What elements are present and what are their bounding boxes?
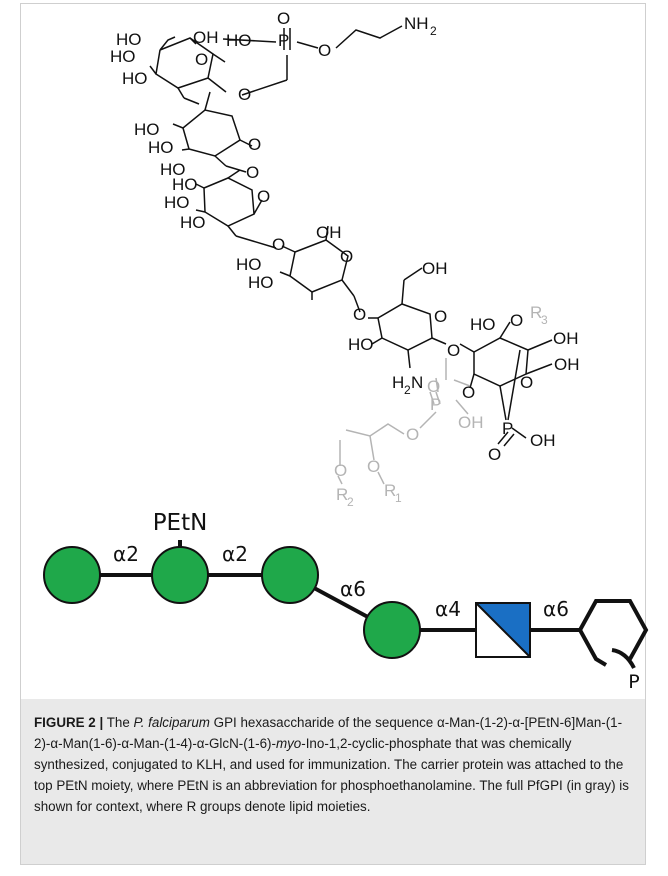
atom-label: HO <box>236 255 262 274</box>
atom-label: H <box>392 373 404 392</box>
mannose-2 <box>151 546 209 604</box>
figure-caption: FIGURE 2 | The P. falciparum GPI hexasac… <box>21 699 645 864</box>
caption-label: FIGURE 2 | <box>34 715 104 730</box>
atom-label: O <box>488 445 501 464</box>
link-label-alpha6-a: α6 <box>340 577 366 601</box>
caption-text: GPI hexasaccharide of the sequence α-Man… <box>34 715 623 751</box>
structure-lipid-bonds <box>337 358 471 485</box>
atom-label: P <box>430 395 441 414</box>
atom-label: HO <box>110 47 136 66</box>
atom-label: HO <box>134 120 160 139</box>
atom-label: OH <box>458 413 484 432</box>
atom-label: O <box>257 187 270 206</box>
caption-myo: myo <box>275 736 302 751</box>
pet-label: PEtN <box>153 510 208 536</box>
link-label-alpha4: α4 <box>435 597 461 621</box>
atom-label: HO <box>248 273 274 292</box>
atom-label: HO <box>470 315 496 334</box>
mannose-3 <box>261 546 319 604</box>
atom-label: 1 <box>395 491 402 505</box>
atom-label: O <box>462 383 475 402</box>
caption-species: P. falciparum <box>133 715 210 730</box>
phosphate-label: P <box>628 671 639 693</box>
atom-label: O <box>248 135 261 154</box>
atom-label: HO <box>226 31 252 50</box>
figure-panel: HO OH HO HO HO P O O NH 2 O O HO HO HO O… <box>43 9 649 693</box>
atom-label: O <box>520 373 533 392</box>
atom-label: HO <box>180 213 206 232</box>
inositol-ring <box>578 599 649 669</box>
glycan-schematic: PEtN α2 α2 α6 α4 α6 P <box>43 510 649 693</box>
mannose-4 <box>363 601 421 659</box>
atom-label: HO <box>148 138 174 157</box>
chemical-structure: HO OH HO HO HO P O O NH 2 O O HO HO HO O… <box>110 9 580 509</box>
link-label-alpha2-b: α2 <box>222 542 248 566</box>
atom-label: OH <box>554 355 580 374</box>
atom-label: HO <box>164 193 190 212</box>
link-label-alpha6-b: α6 <box>543 597 569 621</box>
glcn-square <box>475 602 531 658</box>
atom-label: O <box>195 50 208 69</box>
atom-label: HO <box>160 160 186 179</box>
atom-label: 3 <box>541 313 548 327</box>
atom-label: 2 <box>347 495 354 509</box>
atom-label: HO <box>348 335 374 354</box>
atom-label: R <box>530 303 542 322</box>
atom-label: OH <box>316 223 342 242</box>
atom-label: OH <box>530 431 556 450</box>
atom-label: NH <box>404 14 429 33</box>
atom-label: O <box>238 85 251 104</box>
structure-bonds <box>149 25 553 447</box>
atom-label: R <box>336 485 348 504</box>
atom-label: O <box>246 163 259 182</box>
mannose-1 <box>43 546 101 604</box>
atom-label: P <box>502 419 513 438</box>
atom-label: HO <box>116 30 142 49</box>
atom-label: HO <box>122 69 148 88</box>
atom-label: R <box>384 481 396 500</box>
atom-label: OH <box>422 259 448 278</box>
atom-label: HO <box>172 175 198 194</box>
atom-label: O <box>353 305 366 324</box>
structure-lipid-labels: R 3 O P OH O O R 2 O R 1 <box>334 303 548 509</box>
atom-label: O <box>318 41 331 60</box>
atom-label: OH <box>193 28 219 47</box>
atom-label: O <box>447 341 460 360</box>
link-label-alpha2-a: α2 <box>113 542 139 566</box>
atom-label: O <box>367 457 380 476</box>
atom-label: P <box>278 31 289 50</box>
atom-label: OH <box>553 329 579 348</box>
structure-labels: HO OH HO HO HO P O O NH 2 O O HO HO HO O… <box>110 9 580 464</box>
atom-label: O <box>406 425 419 444</box>
atom-label: 2 <box>430 24 437 38</box>
atom-label: O <box>277 9 290 28</box>
atom-label: O <box>340 247 353 266</box>
atom-label: O <box>427 377 440 396</box>
atom-label: N <box>411 373 423 392</box>
atom-label: O <box>510 311 523 330</box>
caption-text: -Ino-1,2-cyclic-phosphate that was chemi… <box>34 736 629 814</box>
atom-label: 2 <box>404 383 411 397</box>
atom-label: O <box>272 235 285 254</box>
caption-text: The <box>103 715 134 730</box>
atom-label: O <box>334 461 347 480</box>
atom-label: O <box>434 307 447 326</box>
schematic-labels: PEtN α2 α2 α6 α4 α6 P <box>113 510 640 693</box>
